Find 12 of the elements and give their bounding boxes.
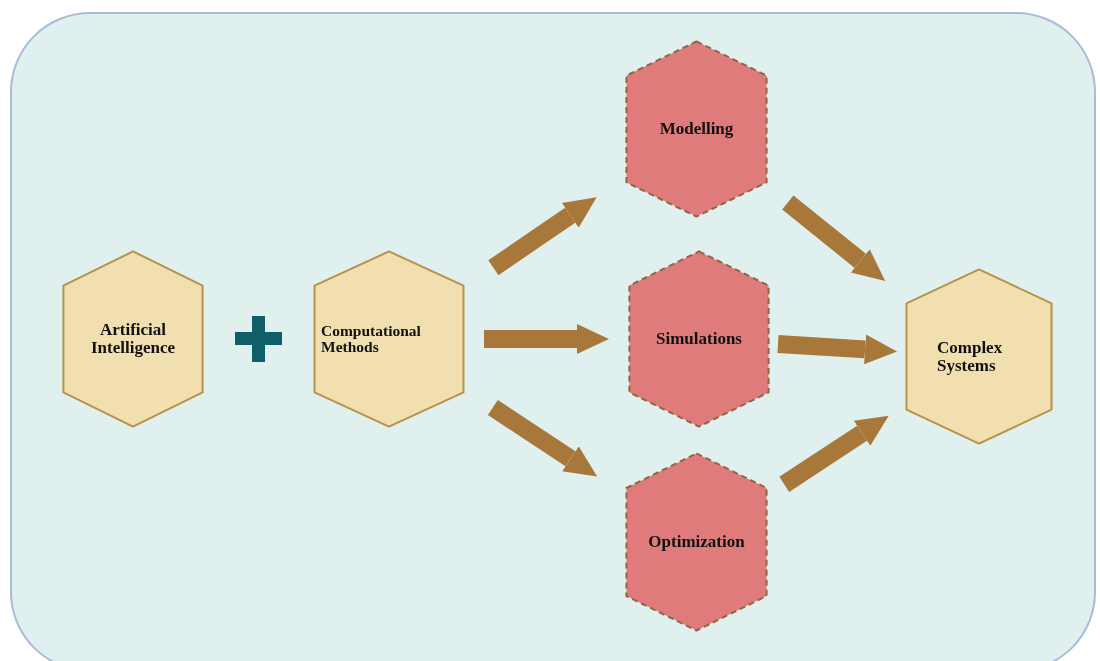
node-label: Simulations	[655, 330, 743, 348]
arrow	[484, 324, 609, 354]
arrow	[782, 195, 886, 281]
arrow	[779, 415, 889, 492]
node-label: Computational Methods	[320, 322, 422, 356]
node-label: Optimization	[647, 533, 746, 551]
arrow	[777, 334, 897, 365]
arrow	[488, 197, 597, 276]
node-label: Complex Systems	[936, 338, 1004, 375]
arrow	[487, 400, 598, 477]
node-label: Modelling	[658, 120, 735, 138]
node-label: Artificial Intelligence	[89, 321, 176, 357]
